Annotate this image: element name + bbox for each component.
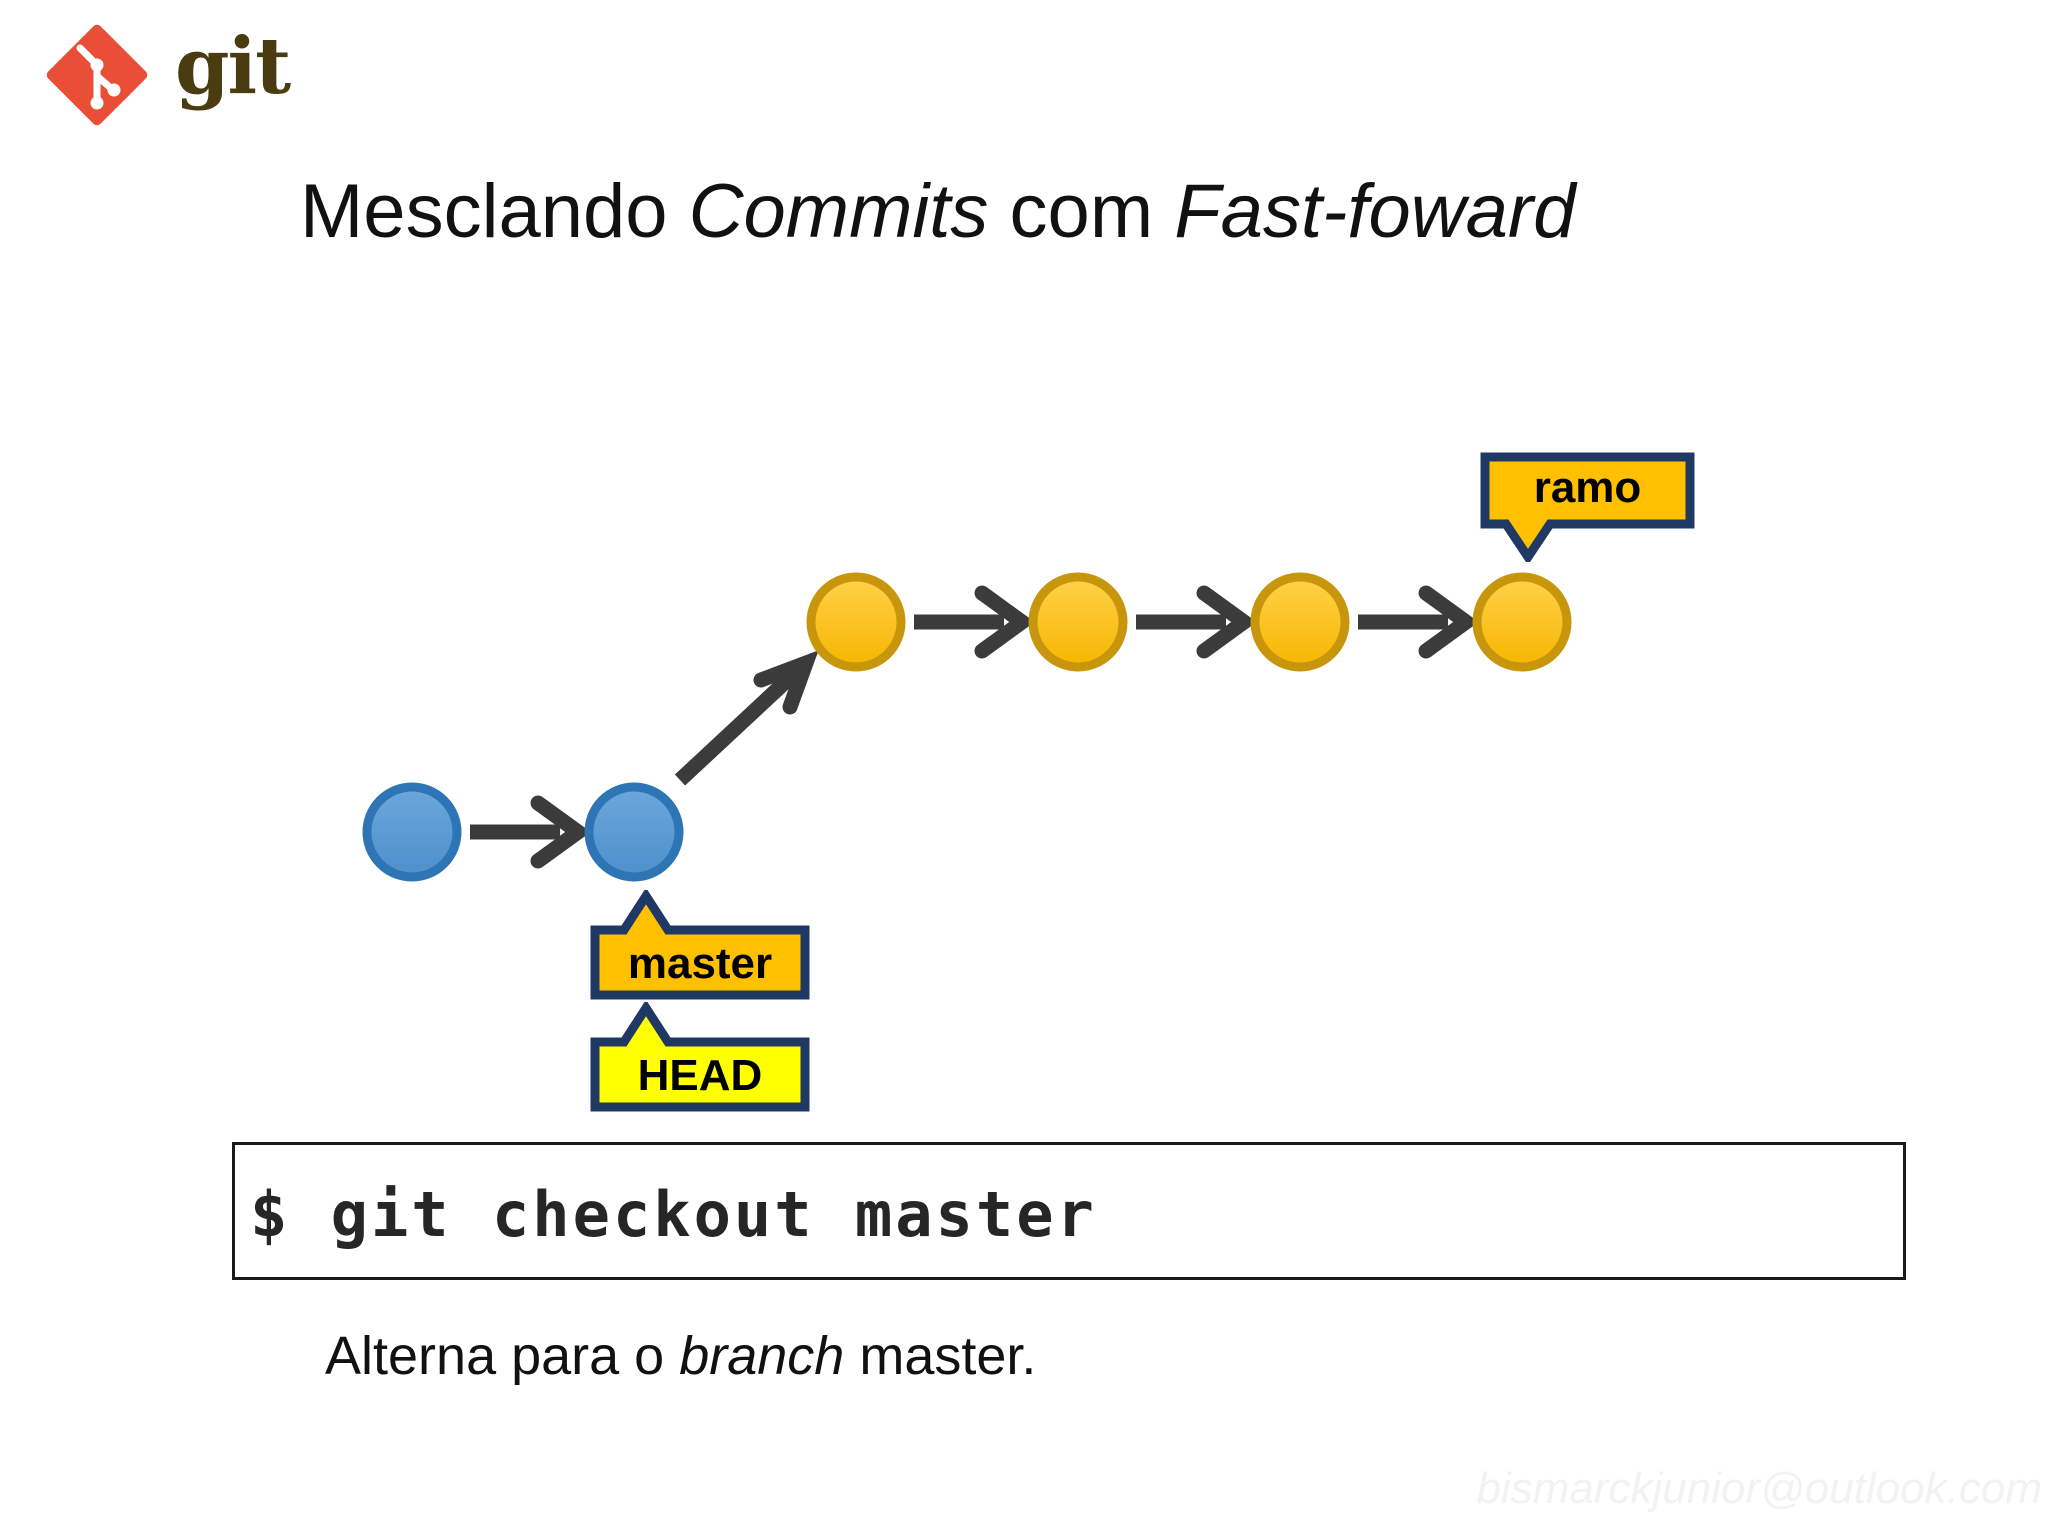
- caption-part-3: master.: [844, 1326, 1037, 1386]
- command-box: [232, 1142, 1906, 1280]
- commit-node-master-1: [362, 782, 462, 882]
- git-wordmark: git: [175, 21, 291, 112]
- caption-text: Alterna para o branch master.: [325, 1325, 1036, 1387]
- ref-tag-head[interactable]: HEAD: [590, 999, 810, 1112]
- arrow-r2-r3: [1136, 585, 1257, 659]
- ref-tag-head-shape: [590, 999, 810, 1112]
- git-logo: git: [40, 20, 291, 130]
- ref-tag-master-shape: [590, 887, 810, 1000]
- title-part-commits: Commits: [688, 169, 989, 254]
- watermark-email: bismarckjunior@outlook.com: [1476, 1464, 2042, 1513]
- caption-part-branch: branch: [679, 1326, 845, 1386]
- arrow-m2-r1-diagonal: [674, 650, 819, 786]
- ref-tag-ramo-shape: [1480, 452, 1695, 566]
- ref-tag-ramo[interactable]: ramo: [1480, 452, 1695, 566]
- page-title: Mesclando Commits com Fast-foward: [300, 168, 1575, 255]
- title-part-3: com: [988, 169, 1175, 254]
- title-part-fastforward: Fast-foward: [1174, 169, 1576, 254]
- caption-part-1: Alterna para o: [325, 1326, 680, 1386]
- git-logo-diamond-icon: [46, 24, 148, 126]
- commit-node-ramo-1: [806, 572, 906, 672]
- arrow-m1-m2: [470, 795, 591, 869]
- commit-node-master-2: [584, 782, 684, 882]
- title-part-1: Mesclando: [300, 169, 689, 254]
- commit-node-ramo-4: [1472, 572, 1572, 672]
- commit-node-ramo-2: [1028, 572, 1128, 672]
- arrow-r1-r2: [914, 585, 1035, 659]
- arrow-r3-r4: [1358, 585, 1479, 659]
- ref-tag-master[interactable]: master: [590, 887, 810, 1000]
- commit-node-ramo-3: [1250, 572, 1350, 672]
- command-text: $ git checkout master: [250, 1178, 1097, 1251]
